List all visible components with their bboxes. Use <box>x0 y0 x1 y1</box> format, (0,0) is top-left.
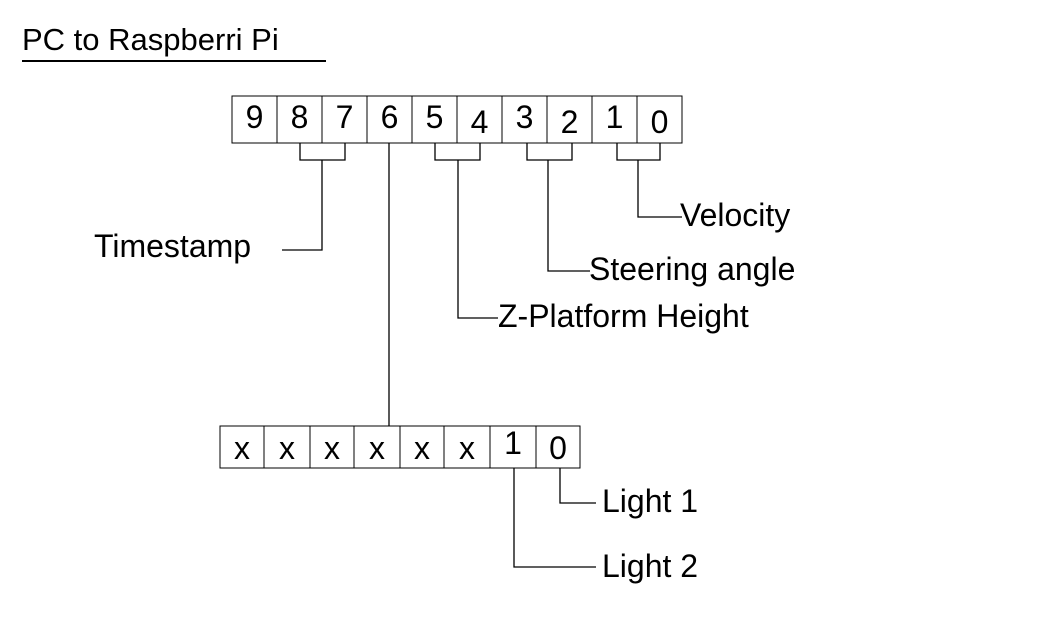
bottom-register-cell <box>489 425 537 469</box>
bottom-register-cell <box>535 425 581 469</box>
bottom-register-cell <box>309 425 355 469</box>
label-velocity: Velocity <box>680 197 790 233</box>
top-register-cell <box>321 95 368 144</box>
light2-connector <box>513 468 596 568</box>
top-register-cell-label: 8 <box>291 99 309 135</box>
label-z-platform-height: Z-Platform Height <box>498 298 749 334</box>
bottom-register-cell <box>399 425 445 469</box>
bottom-register-cell-label: x <box>324 430 340 466</box>
top-register-cell-label: 4 <box>471 104 489 140</box>
bottom-register-cell-label: x <box>414 430 430 466</box>
z-platform-bracket <box>434 143 498 319</box>
top-register-cell-label: 5 <box>426 99 444 135</box>
steering-bracket <box>526 143 590 272</box>
bottom-register-cell <box>263 425 311 469</box>
bottom-register-cell <box>443 425 491 469</box>
top-register-cell <box>366 95 413 144</box>
label-timestamp: Timestamp <box>94 228 251 264</box>
bottom-register-cell-label: x <box>369 430 385 466</box>
top-register-cell-label: 9 <box>246 99 264 135</box>
top-register-cell <box>636 95 683 144</box>
bottom-register-cell <box>219 425 265 469</box>
bottom-register-cell-label: x <box>279 430 295 466</box>
top-register-cell-label: 7 <box>336 99 354 135</box>
velocity-bracket <box>616 143 682 218</box>
bottom-register-cell-label: 1 <box>504 425 522 461</box>
label-steering-angle: Steering angle <box>589 251 795 287</box>
title-underline <box>22 60 326 62</box>
top-register-cell <box>501 95 548 144</box>
diagram-title: PC to Raspberri Pi <box>22 22 279 57</box>
label-light-1: Light 1 <box>602 483 698 519</box>
bottom-register-cell-label: x <box>234 430 250 466</box>
top-register-cell-label: 1 <box>606 99 624 135</box>
connectors <box>282 143 682 568</box>
label-light-2: Light 2 <box>602 548 698 584</box>
bottom-register-cell-label: 0 <box>549 430 567 466</box>
top-register-cell <box>231 95 278 144</box>
top-register-cell <box>591 95 638 144</box>
top-register-cell-label: 0 <box>651 104 669 140</box>
bottom-register-cell-label: x <box>459 430 475 466</box>
top-register-cell <box>456 95 503 144</box>
top-register-cell-label: 2 <box>561 104 579 140</box>
top-register-cell-label: 3 <box>516 99 534 135</box>
top-register-cell-label: 6 <box>381 99 399 135</box>
top-register-cell <box>546 95 593 144</box>
timestamp-bracket <box>282 143 346 251</box>
light1-connector <box>559 468 596 504</box>
